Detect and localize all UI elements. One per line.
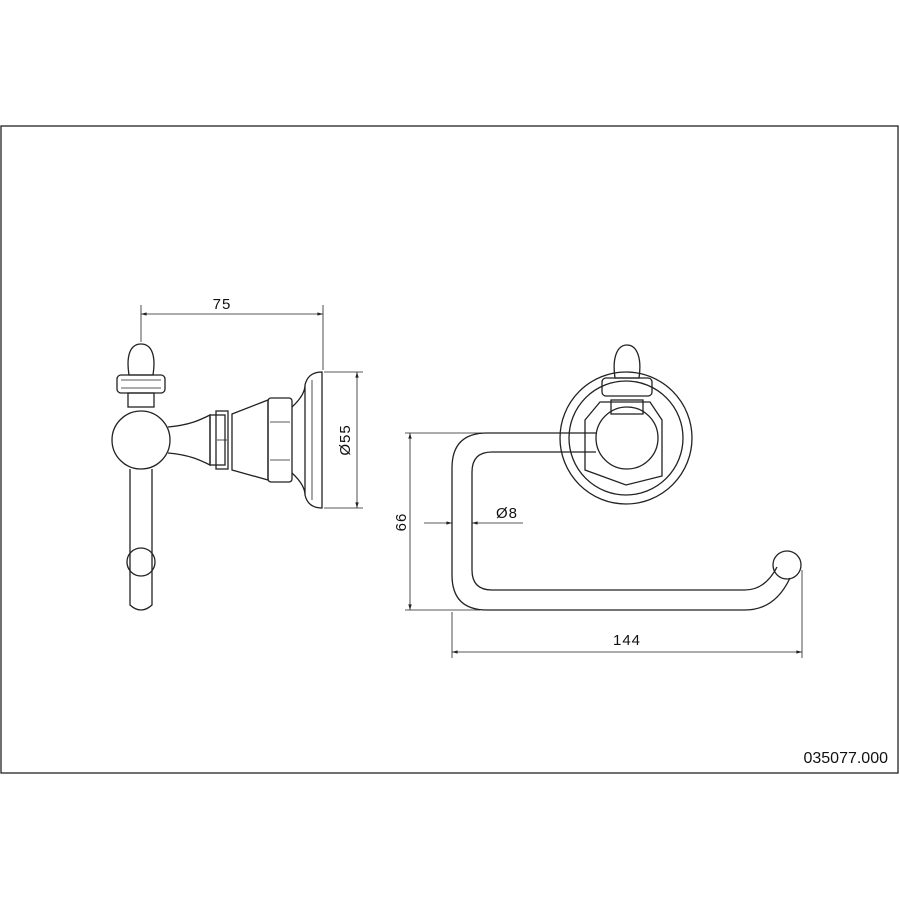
side-view: 75 Ø55 <box>111 296 363 611</box>
product-code: 035077.000 <box>803 750 888 767</box>
dim-rod-diameter: Ø8 <box>496 505 518 522</box>
dim-depth: 75 <box>213 296 232 313</box>
dim-flange-diameter: Ø55 <box>337 424 354 455</box>
drawing-frame <box>0 125 899 774</box>
front-view: 66 Ø8 144 <box>393 344 803 658</box>
dim-height: 66 <box>393 513 410 532</box>
dim-width: 144 <box>613 632 641 649</box>
